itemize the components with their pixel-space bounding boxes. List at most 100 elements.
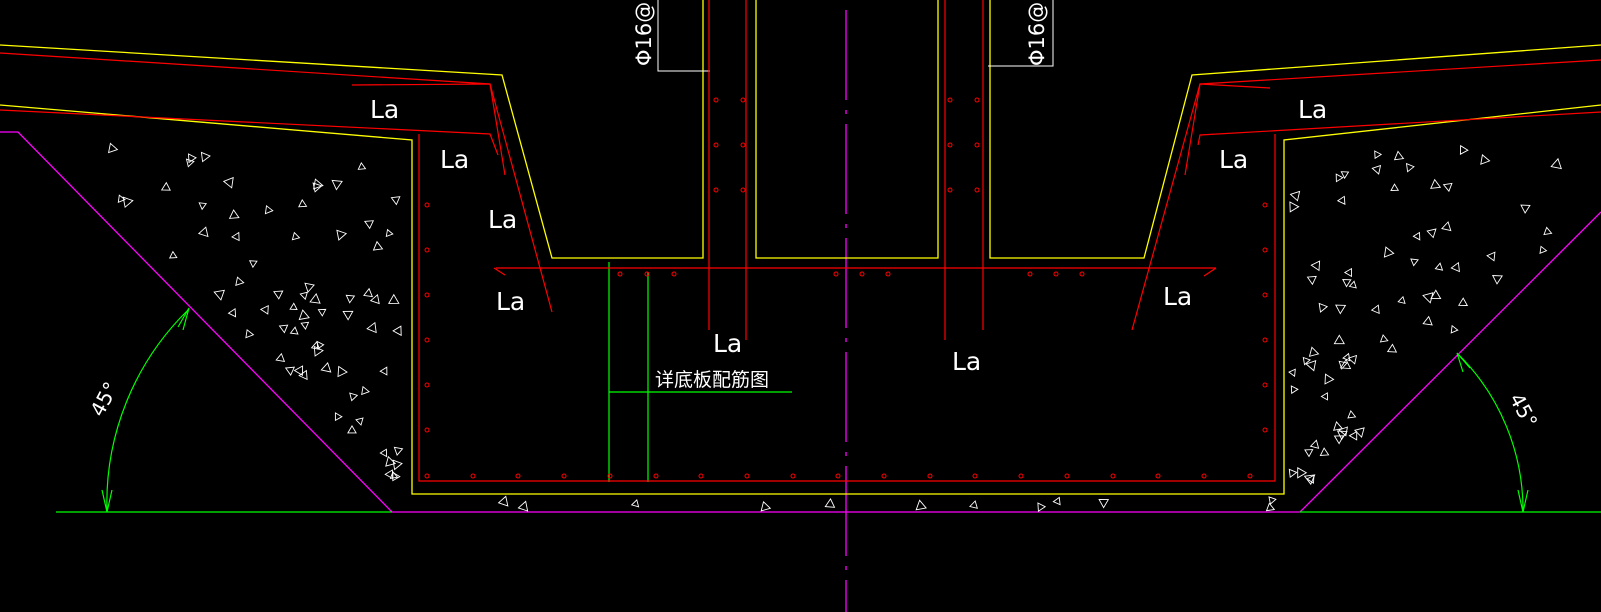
gravel-triangle [1550, 157, 1562, 170]
gravel-triangle [334, 412, 343, 422]
gravel-triangle [1037, 502, 1047, 513]
gravel-triangle [392, 459, 403, 471]
gravel-triangle [1374, 150, 1383, 160]
gravel-triangle [357, 162, 367, 170]
la-label: La [440, 145, 469, 174]
gravel-triangle [310, 340, 321, 350]
gravel-triangle [385, 455, 397, 467]
rebar-section-dot [740, 187, 746, 193]
gravel-triangle [298, 199, 308, 208]
rebar-section-dot [833, 271, 839, 277]
gravel-triangle [1426, 228, 1437, 239]
gravel-triangle [304, 282, 315, 293]
gravel-triangle [1347, 410, 1357, 419]
gravel-triangle [185, 158, 195, 168]
la-label: La [496, 287, 525, 316]
gravel-triangle [1459, 144, 1469, 155]
la-label: La [713, 329, 742, 358]
rebar-section-dot [424, 202, 430, 208]
rebar-section-dot [424, 247, 430, 253]
rebar-section-dot [1262, 247, 1268, 253]
rebar-section-dot [424, 427, 430, 433]
excavation-slope-lines [0, 10, 1601, 612]
gravel-triangle [1320, 392, 1328, 401]
gravel-triangle [1348, 430, 1358, 441]
left-arc-arrow-bottom [101, 489, 113, 513]
gravel-triangle [389, 470, 399, 479]
gravel-triangle [198, 202, 208, 211]
la-label: La [1163, 282, 1192, 311]
gravel-triangle [117, 194, 126, 204]
rebar-section-dot [1262, 382, 1268, 388]
gravel-triangle [291, 231, 301, 241]
gravel-triangle [390, 196, 401, 206]
gravel-triangle [313, 178, 324, 190]
gravel-triangle [1098, 499, 1110, 509]
gravel-triangle [1348, 280, 1357, 289]
right-slab-bottom-bar [1197, 111, 1601, 146]
rebar-section-dot [835, 473, 841, 479]
gravel-triangle [264, 204, 274, 215]
gravel-triangle [168, 250, 178, 259]
gravel-triangle [300, 321, 310, 330]
gravel-triangle [108, 142, 119, 154]
gravel-triangle [1491, 275, 1504, 285]
rebar-section-dot [1201, 473, 1207, 479]
rebar-section-dot [561, 473, 567, 479]
gravel-triangle [1430, 289, 1442, 300]
gravel-triangle [1303, 474, 1316, 486]
rebar-section-dot [927, 473, 933, 479]
gravel-triangle [188, 153, 197, 164]
gravel-triangle [298, 369, 308, 381]
rebar-section-dot [1110, 473, 1116, 479]
gravel-triangle [299, 291, 308, 301]
rebar-section-dot [1079, 271, 1085, 277]
gravel-triangle [1340, 171, 1350, 180]
gravel-triangle [366, 321, 377, 334]
rebar-section-dot [1262, 337, 1268, 343]
gravel-triangle [122, 196, 134, 209]
rebar-section-dot [790, 473, 796, 479]
gravel-triangle [1412, 231, 1421, 241]
gravel-triangle [517, 500, 529, 512]
anchorage-labels: La La La La La La La La La [370, 95, 1327, 376]
gravel-triangle [160, 181, 171, 191]
rebar-section-dot [974, 142, 980, 148]
gravel-triangle [1342, 279, 1352, 288]
rebar-section-dot [424, 337, 430, 343]
gravel-triangle [369, 293, 380, 305]
gravel-triangle [1310, 260, 1321, 272]
la-label: La [1219, 145, 1248, 174]
rebar-section-dot [885, 271, 891, 277]
gravel-triangle [1430, 178, 1442, 189]
gravel-triangle [1336, 430, 1348, 441]
gravel-triangle [969, 500, 978, 509]
gravel-triangle [1458, 297, 1469, 306]
la-label: La [488, 205, 517, 234]
gravel-triangle [1442, 182, 1453, 193]
gravel-triangle [248, 260, 258, 269]
rebar-section-dot [644, 271, 650, 277]
rebar-section-dot [1155, 473, 1161, 479]
right-angle-label: 45° [1505, 389, 1543, 432]
gravel-triangle [1422, 315, 1433, 326]
gravel-triangle [317, 308, 327, 317]
gravel-triangle [1434, 262, 1444, 271]
center-column-outline [755, 0, 939, 259]
rebar-section-dot [1262, 427, 1268, 433]
gravel-triangle [1347, 354, 1358, 365]
base-top-bar-right-hook [1203, 267, 1217, 277]
gravel-triangle [355, 417, 364, 426]
gravel-triangle [1297, 467, 1308, 479]
right-arc-arrow-bottom [1517, 489, 1529, 513]
gravel-triangle [1052, 496, 1061, 506]
gravel-triangle [1288, 368, 1296, 378]
rebar-section-dot [947, 142, 953, 148]
rebar-section-dot [1018, 473, 1024, 479]
rebar-section-dot [1027, 271, 1033, 277]
left-slab-top-bar [0, 52, 553, 313]
gravel-triangle [259, 304, 269, 315]
gravel-triangle [331, 179, 343, 191]
gravel-triangle [320, 362, 332, 373]
